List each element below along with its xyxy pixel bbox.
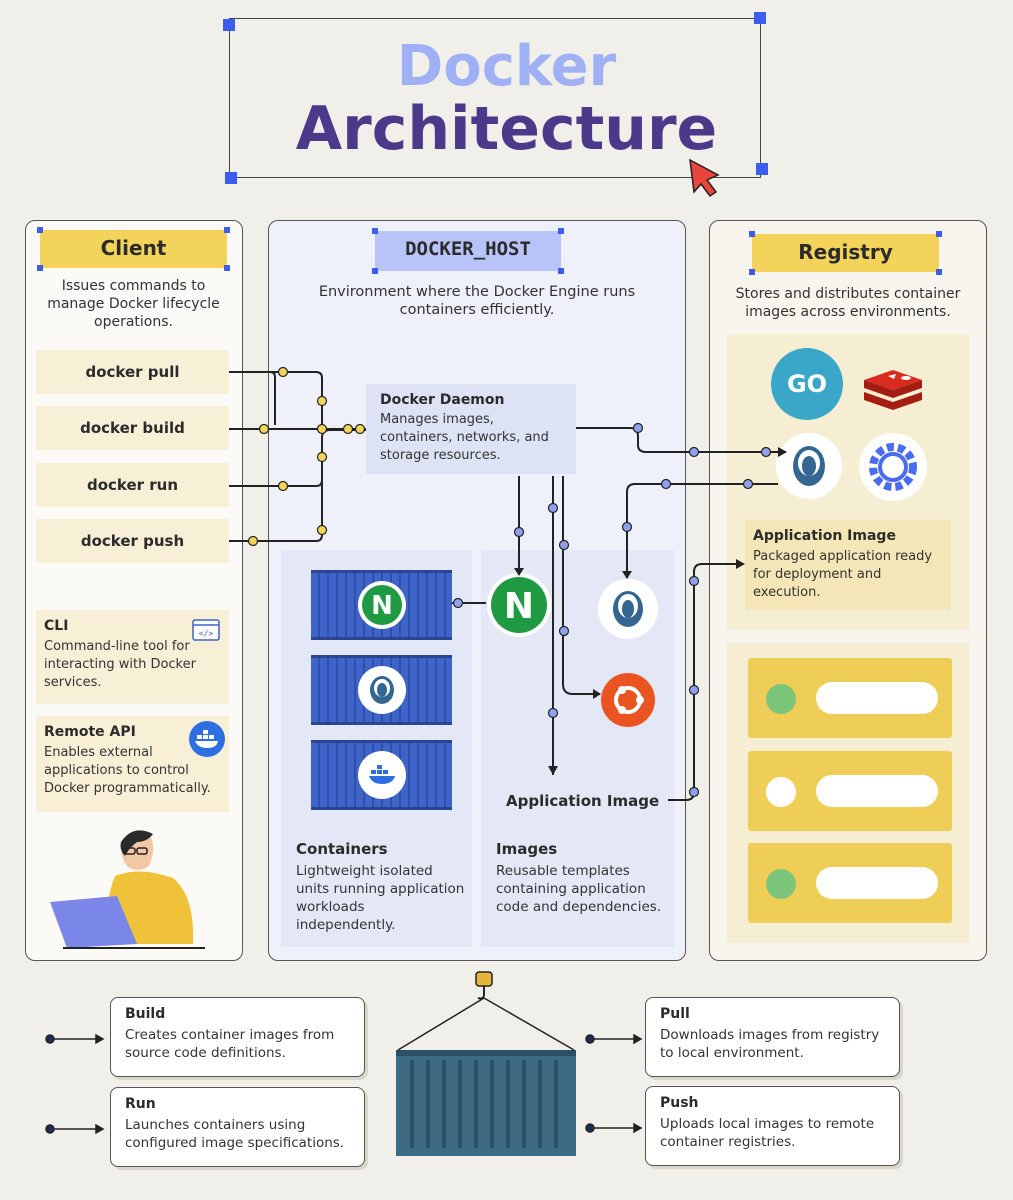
docker-host-description: Environment where the Docker Engine runs… xyxy=(318,284,636,318)
registry-app-image-text: Packaged application ready for deploymen… xyxy=(753,549,933,600)
postgres-image-icon[interactable] xyxy=(597,578,659,640)
command-docker-build[interactable]: docker build xyxy=(36,406,229,450)
build-text: Creates container images from source cod… xyxy=(125,1027,335,1061)
push-card: Push Uploads local images to remote cont… xyxy=(645,1086,900,1166)
registry-server-3 xyxy=(748,843,952,923)
client-label: Client xyxy=(40,230,227,268)
title-line-1: Docker xyxy=(396,34,617,99)
gear-icon[interactable] xyxy=(858,432,928,502)
docker-whale-icon xyxy=(189,721,225,757)
selection-handle xyxy=(223,19,235,31)
containers-section: Containers Lightweight isolated units ru… xyxy=(296,840,466,934)
run-title: Run xyxy=(125,1096,156,1112)
run-card: Run Launches containers using configured… xyxy=(110,1087,365,1167)
svg-text:</>: </> xyxy=(199,629,214,638)
cargo-container-illustration xyxy=(396,971,576,1156)
registry-app-image-title: Application Image xyxy=(753,528,896,544)
code-window-icon: </> xyxy=(192,619,220,641)
postgres-icon[interactable] xyxy=(775,432,843,500)
ubuntu-image-icon[interactable] xyxy=(600,672,656,728)
title-frame xyxy=(229,18,761,178)
command-docker-push[interactable]: docker push xyxy=(36,519,229,563)
svg-text:N: N xyxy=(371,591,393,621)
server-pill xyxy=(816,867,938,899)
command-docker-run[interactable]: docker run xyxy=(36,463,229,507)
server-pill xyxy=(816,682,938,714)
docker-host-label: DOCKER_HOST xyxy=(375,231,561,271)
containers-text: Lightweight isolated units running appli… xyxy=(296,863,465,933)
nginx-icon: N xyxy=(358,581,406,629)
push-title: Push xyxy=(660,1095,699,1111)
go-icon[interactable]: GO xyxy=(771,348,843,420)
remote-api-text: Enables external applications to control… xyxy=(44,745,211,796)
status-dot xyxy=(766,777,796,807)
registry-description: Stores and distributes container images … xyxy=(735,286,961,320)
nginx-image-icon[interactable]: N xyxy=(486,572,552,638)
server-pill xyxy=(816,775,938,807)
images-title: Images xyxy=(496,840,558,858)
containers-title: Containers xyxy=(296,840,388,858)
selection-handle xyxy=(225,172,237,184)
run-text: Launches containers using configured ima… xyxy=(125,1117,345,1151)
pull-text: Downloads images from registry to local … xyxy=(660,1027,880,1061)
cli-title: CLI xyxy=(44,618,69,634)
status-dot xyxy=(766,684,796,714)
build-title: Build xyxy=(125,1006,166,1022)
title-line-2: Architecture xyxy=(295,94,718,164)
daemon-title: Docker Daemon xyxy=(380,392,505,408)
pull-card: Pull Downloads images from registry to l… xyxy=(645,997,900,1077)
cli-text: Command-line tool for interacting with D… xyxy=(44,639,196,690)
images-text: Reusable templates containing applicatio… xyxy=(496,863,662,915)
build-card: Build Creates container images from sour… xyxy=(110,997,365,1077)
developer-illustration xyxy=(50,830,205,949)
pull-title: Pull xyxy=(660,1006,690,1022)
registry-app-image-card: Application Image Packaged application r… xyxy=(745,520,951,610)
postgres-icon xyxy=(358,666,406,714)
selection-handle xyxy=(756,163,768,175)
registry-label: Registry xyxy=(752,234,939,272)
registry-server-2 xyxy=(748,751,952,831)
remote-api-title: Remote API xyxy=(44,724,136,740)
images-section: Images Reusable templates containing app… xyxy=(496,840,666,916)
client-description: Issues commands to manage Docker lifecyc… xyxy=(47,278,220,330)
application-image-label: Application Image xyxy=(506,792,660,810)
redis-icon[interactable] xyxy=(858,350,928,420)
push-text: Uploads local images to remote container… xyxy=(660,1116,875,1150)
docker-whale-icon xyxy=(358,751,406,799)
docker-daemon-card: Docker Daemon Manages images, containers… xyxy=(366,384,576,474)
daemon-text: Manages images, containers, networks, an… xyxy=(380,412,549,463)
svg-text:N: N xyxy=(504,586,534,627)
selection-handle xyxy=(754,12,766,24)
registry-server-1 xyxy=(748,658,952,738)
status-dot xyxy=(766,869,796,899)
command-docker-pull[interactable]: docker pull xyxy=(36,350,229,394)
